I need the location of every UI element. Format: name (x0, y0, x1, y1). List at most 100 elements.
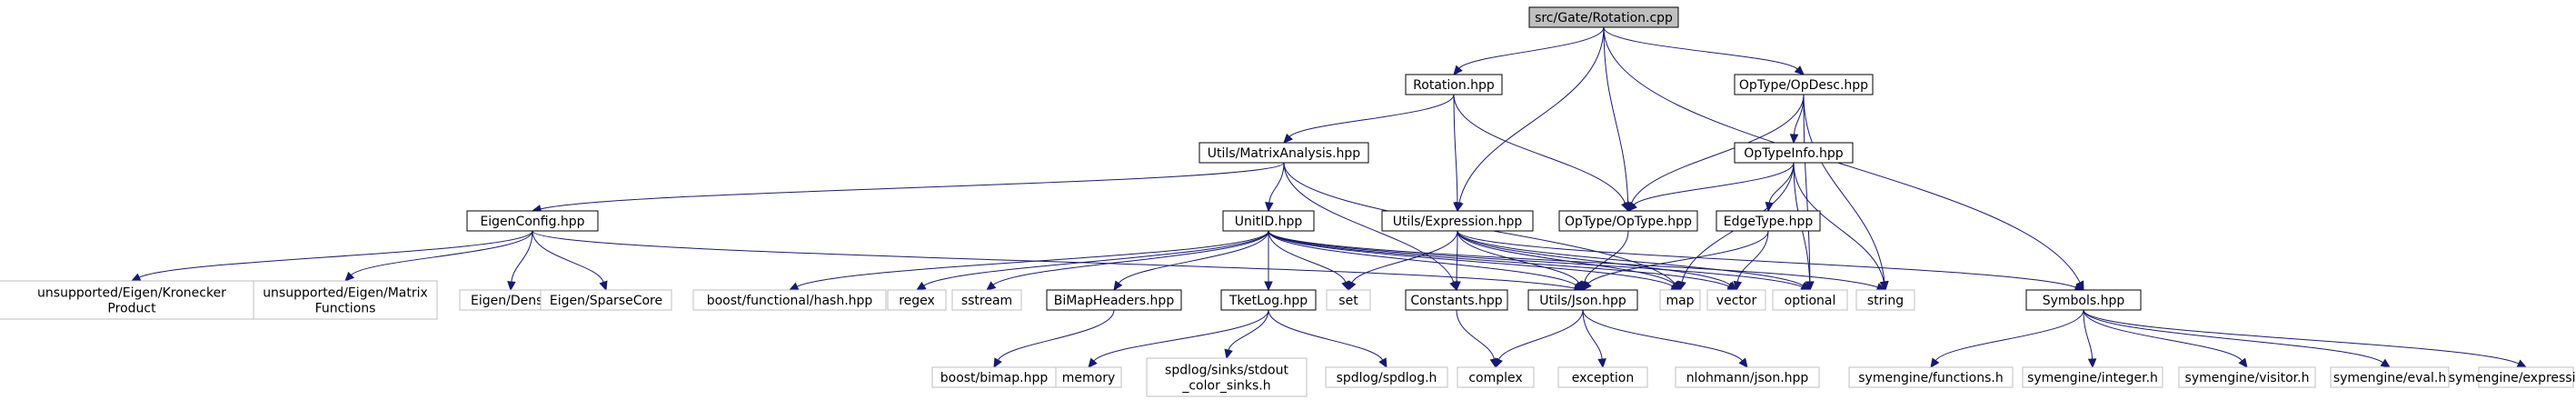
node-nlohmann: nlohmann/json.hpp (1675, 366, 1820, 388)
edge-line (1268, 230, 1730, 287)
edge-arrowhead (1800, 281, 1812, 291)
node-label: Utils/Expression.hpp (1393, 215, 1523, 229)
edge-symbols-to-sym_expression (2083, 309, 2528, 368)
edge-expression-to-set (1348, 230, 1458, 292)
node-tketlog[interactable]: TketLog.hpp (1220, 289, 1317, 311)
node-spdlog: spdlog/spdlog.h (1325, 366, 1448, 388)
edge-json-to-nlohmann (1582, 309, 1748, 368)
node-label: OpType/OpType.hpp (1565, 215, 1692, 229)
node-matrixanalysis[interactable]: Utils/MatrixAnalysis.hpp (1198, 142, 1369, 164)
edge-root-to-rotation_hpp (1453, 26, 1605, 75)
edge-root-to-optype (1603, 26, 1633, 213)
node-label: regex (899, 294, 935, 308)
node-label: memory (1062, 371, 1116, 385)
edge-tketlog-to-spdlog (1268, 309, 1387, 369)
edge-arrowhead (1348, 280, 1357, 292)
node-box (1558, 210, 1698, 232)
edge-arrowhead (1879, 280, 1888, 292)
node-rotation-hpp[interactable]: Rotation.hpp (1405, 74, 1503, 95)
edge-arrowhead (1738, 357, 1748, 368)
node-eigenconfig[interactable]: EigenConfig.hpp (466, 210, 599, 232)
node-optypeinfo[interactable]: OpTypeInfo.hpp (1734, 142, 1854, 164)
node-symbols[interactable]: Symbols.hpp (2025, 289, 2142, 311)
node-label: symengine/visitor.h (2185, 371, 2310, 385)
edge-arrowhead (344, 271, 355, 282)
node-sym-eval: symengine/eval.h (2330, 366, 2450, 388)
edge-symbols-to-sym_functions (1930, 309, 2084, 369)
edge-line (1268, 230, 1576, 286)
edge-line (1584, 230, 1629, 283)
node-stdoutsinks: spdlog/sinks/stdout_color_sinks.h (1146, 357, 1308, 397)
node-optional: optional (1772, 289, 1848, 311)
edge-arrowhead (1677, 280, 1686, 292)
node-label: symengine/integer.h (2027, 371, 2158, 385)
edge-arrowhead (788, 282, 800, 291)
edge-line (1582, 309, 1743, 362)
edge-symbols-to-sym_visitor (2083, 309, 2248, 368)
node-box (253, 280, 438, 320)
edge-line (1582, 309, 1603, 360)
node-json[interactable]: Utils/Json.hpp (1527, 289, 1638, 311)
edge-tketlog-to-memory (1088, 309, 1269, 368)
node-label: string (1867, 294, 1904, 308)
node-label: boost/bimap.hpp (940, 371, 1049, 385)
node-label: nlohmann/json.hpp (1686, 371, 1809, 385)
edge-line (1268, 230, 1674, 287)
node-boosthash: boost/functional/hash.hpp (692, 289, 887, 311)
node-sparsecore: Eigen/SparseCore (540, 289, 672, 311)
node-label: EdgeType.hpp (1724, 215, 1814, 229)
edge-line (1268, 230, 1803, 288)
node-regex: regex (887, 289, 947, 311)
node-box (2025, 289, 2142, 311)
edge-tketlog-to-stdoutsinks (1224, 309, 1269, 360)
edge-line (1603, 26, 1629, 204)
edge-line (1457, 230, 2076, 288)
edge-optypeinfo-to-edgetype (1765, 162, 1795, 213)
edge-arrowhead (986, 281, 997, 291)
node-constants[interactable]: Constants.hpp (1405, 289, 1508, 311)
node-box (1659, 289, 1701, 311)
node-optype[interactable]: OpType/OpType.hpp (1558, 210, 1698, 232)
edge-arrowhead (1265, 202, 1274, 213)
edge-eigenconfig-to-sparsecore (532, 230, 608, 292)
edge-unitid-to-bimapheaders (1113, 230, 1269, 292)
edge-arrowhead (1453, 65, 1463, 75)
node-label: OpType/OpDesc.hpp (1739, 78, 1868, 93)
edge-arrowhead (1264, 281, 1273, 292)
edge-line (2083, 309, 2520, 365)
node-box (1716, 210, 1821, 232)
edge-line (1268, 309, 1384, 361)
edge-opdesc-to-string (1803, 94, 1889, 292)
edge-line (2083, 309, 2383, 364)
node-root[interactable]: src/Gate/Rotation.cpp (1528, 6, 1679, 28)
node-opdesc[interactable]: OpType/OpDesc.hpp (1734, 74, 1874, 95)
edge-edgetype-to-json (1582, 230, 1769, 291)
edge-arrowhead (993, 357, 1002, 369)
node-label: OpTypeInfo.hpp (1744, 146, 1844, 161)
edge-line (1934, 309, 2084, 361)
edge-line (1803, 94, 1885, 283)
node-box (1675, 366, 1820, 388)
node-edgetype[interactable]: EdgeType.hpp (1716, 210, 1821, 232)
edge-unitid-to-vector (1268, 230, 1738, 291)
edge-line (1458, 26, 1605, 204)
node-label: Utils/Json.hpp (1539, 294, 1626, 308)
edge-line (1736, 230, 1769, 283)
node-expression[interactable]: Utils/Expression.hpp (1381, 210, 1534, 232)
edge-line (1457, 230, 1731, 285)
edge-constants-to-complex (1456, 309, 1498, 369)
edge-line (1351, 230, 1458, 284)
node-unitid[interactable]: UnitID.hpp (1222, 210, 1315, 232)
node-label: exception (1572, 371, 1634, 385)
edge-line (1456, 309, 1495, 360)
node-box (540, 289, 672, 311)
edge-line (1268, 230, 1878, 288)
node-memory: memory (1055, 366, 1122, 388)
node-set: set (1326, 289, 1371, 311)
node-box (1055, 366, 1122, 388)
edge-unitid-to-tketlog (1264, 231, 1273, 292)
node-bimapheaders[interactable]: BiMapHeaders.hpp (1046, 289, 1182, 311)
